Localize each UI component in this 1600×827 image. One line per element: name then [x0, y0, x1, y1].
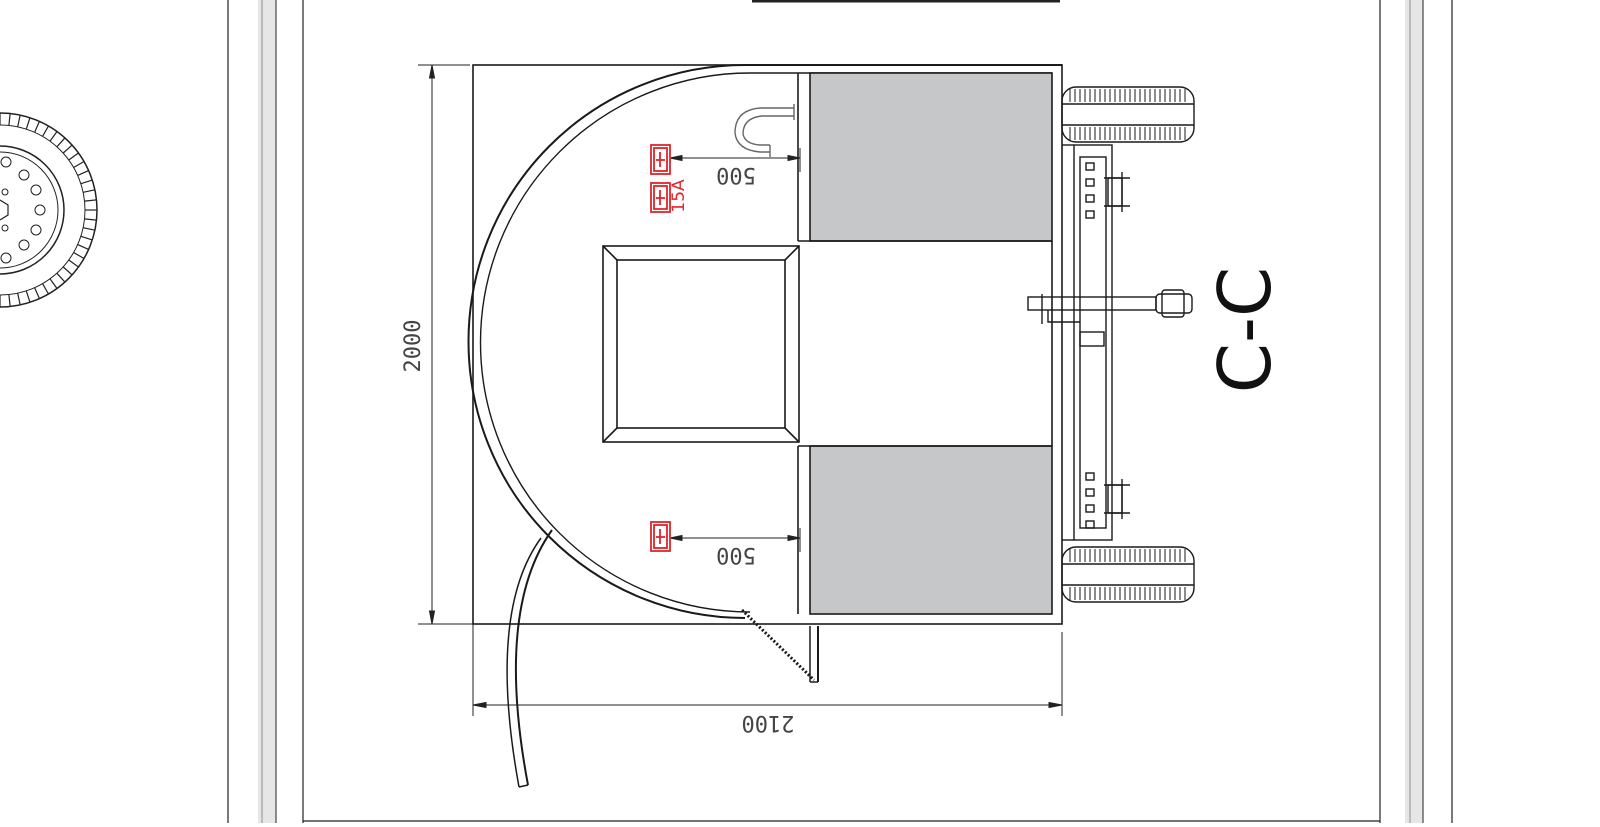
- chassis-frame: [1062, 144, 1130, 541]
- tyre-bottom: [1061, 546, 1195, 603]
- dim-overall-height: 2000: [401, 320, 426, 373]
- sheet-frame: [227, 0, 1453, 823]
- outlet-rating-label: 15A: [669, 179, 689, 213]
- dim-overall-width: 2100: [742, 710, 795, 735]
- serving-window: [602, 245, 800, 443]
- body-outline: [467, 64, 1063, 788]
- tyre-top: [1061, 86, 1195, 143]
- wheel-icon: [0, 112, 98, 308]
- dim-offset-bottom: 500: [716, 542, 756, 567]
- counters: [797, 72, 1053, 615]
- counter-top: [809, 72, 1053, 242]
- faucet-icon: [734, 104, 795, 157]
- counter-bottom: [809, 445, 1053, 615]
- hitch-icon: [1027, 289, 1193, 347]
- dim-offset-top: 500: [716, 162, 756, 187]
- section-label: C-C: [1203, 267, 1287, 394]
- socket-outlet-icon: [650, 144, 671, 552]
